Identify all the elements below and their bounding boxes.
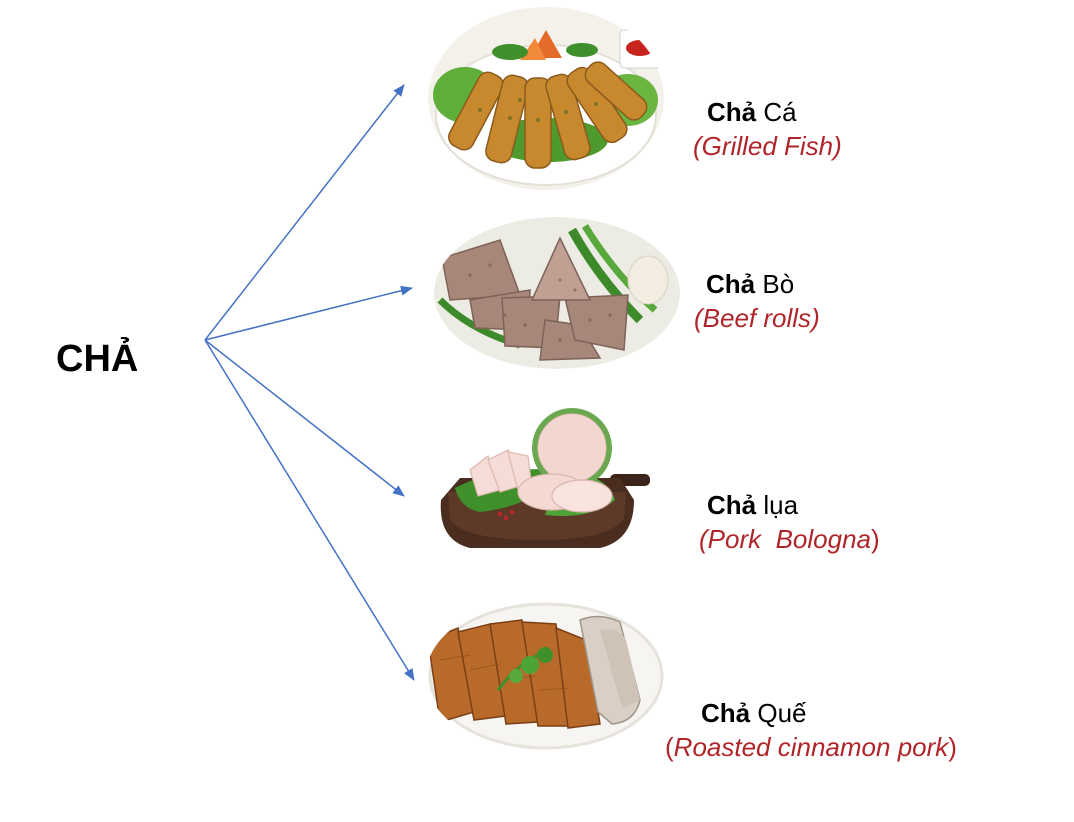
label-cha-ca: Chả Cá (Grilled Fish) [693, 95, 842, 163]
label-cha-lua-english: (Pork Bologna) [699, 524, 880, 554]
label-cha-bo-name: Chả Bò [706, 267, 820, 301]
beef-rolls-image [434, 217, 680, 369]
arrow-to-cha-ca [204, 84, 405, 341]
label-cha-que-english: (Roasted cinnamon pork) [665, 732, 957, 762]
arrow-to-cha-bo [204, 285, 413, 341]
label-cha-bo-bold: Chả [706, 269, 756, 299]
label-cha-bo-rest: Bò [755, 269, 795, 299]
label-cha-bo: Chả Bò (Beef rolls) [694, 267, 820, 335]
label-cha-ca-bold: Chả [707, 97, 757, 127]
label-cha-lua-bold: Chả [707, 490, 757, 520]
grilled-fish-image [428, 7, 664, 190]
label-cha-que: Chả Quế (Roasted cinnamon pork) [665, 696, 957, 764]
pork-bologna-image [440, 408, 650, 548]
label-cha-lua-rest: lụa [756, 490, 799, 520]
label-cha-bo-english: (Beef rolls) [694, 303, 820, 333]
label-cha-ca-rest: Cá [756, 97, 797, 127]
cinnamon-pork-image [426, 600, 666, 752]
label-cha-lua-name: Chả lụa [707, 488, 880, 522]
arrow-to-cha-lua [204, 339, 405, 497]
label-cha-que-bold: Chả [701, 698, 751, 728]
root-label: CHẢ [56, 338, 139, 380]
label-cha-ca-english: (Grilled Fish) [693, 131, 842, 161]
label-cha-que-rest: Quế [750, 698, 807, 728]
label-cha-lua: Chả lụa (Pork Bologna) [699, 488, 880, 556]
label-cha-ca-name: Chả Cá [707, 95, 842, 129]
label-cha-que-name: Chả Quế [701, 696, 957, 730]
arrow-to-cha-que [204, 339, 415, 681]
